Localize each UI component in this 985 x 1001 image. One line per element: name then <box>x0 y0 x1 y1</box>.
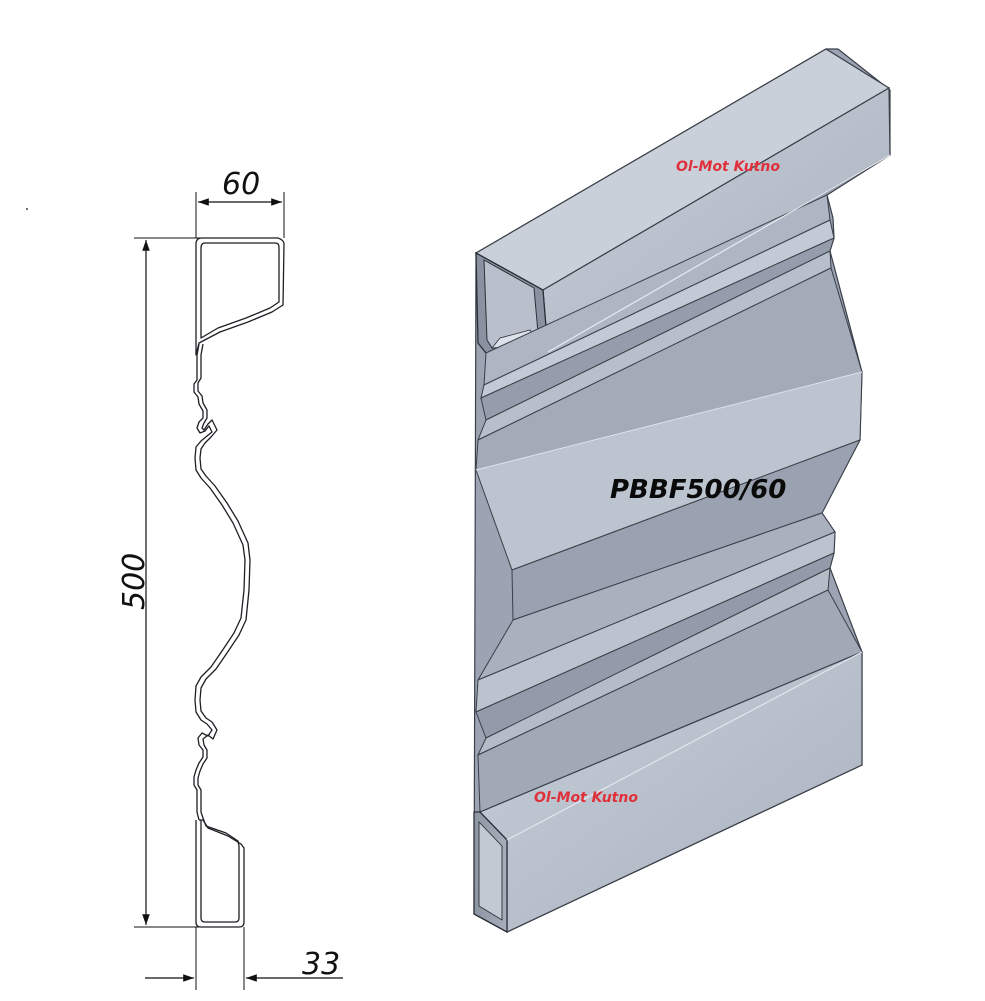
edge-highlight-3 <box>506 651 863 841</box>
watermark-top: Ol-Mot Kutno <box>676 159 780 175</box>
watermark-bottom: Ol-Mot Kutno <box>534 790 638 806</box>
dimension-text-width-bottom: 33 <box>302 947 340 982</box>
dimension-text-width-top: 60 <box>222 167 260 202</box>
profile-drawing: 60 500 33 <box>117 167 343 990</box>
panel-3d-render: Ol-Mot Kutno PBBF500/60 Ol-Mot Kutno <box>473 48 891 934</box>
stray-dot <box>26 208 28 210</box>
edge-highlight-2 <box>475 371 863 471</box>
dimension-text-height: 500 <box>117 553 152 610</box>
model-label: PBBF500/60 <box>610 475 786 505</box>
profile-section <box>193 237 285 928</box>
edge-highlight-1 <box>547 154 891 353</box>
bottom-box-inner <box>478 820 503 921</box>
